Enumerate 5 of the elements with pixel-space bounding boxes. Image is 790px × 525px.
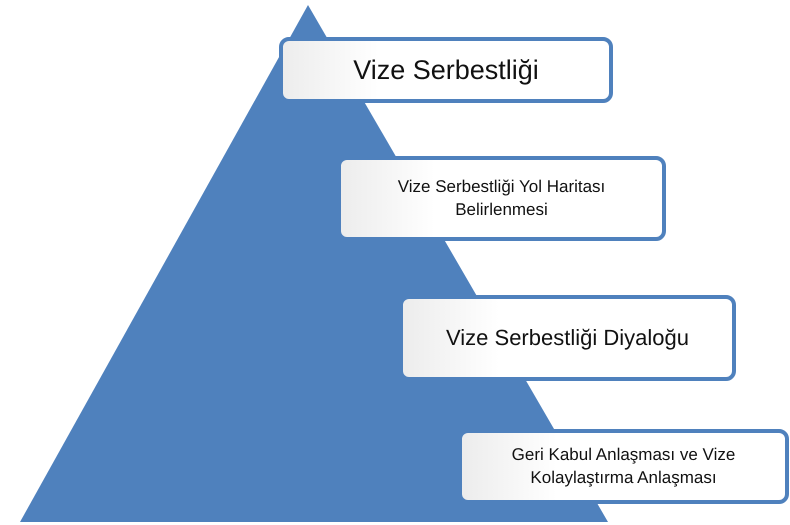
box-label: Vize Serbestliği Diyaloğu [446,324,689,352]
box-label: Vize Serbestliği Yol Haritası Belirlenmesi [396,176,606,220]
text-box [279,37,613,103]
box-label: Vize Serbestliği [353,54,539,87]
box-label: Geri Kabul Anlaşması ve Vize Kolaylaştırma Anlaşması [510,444,736,489]
